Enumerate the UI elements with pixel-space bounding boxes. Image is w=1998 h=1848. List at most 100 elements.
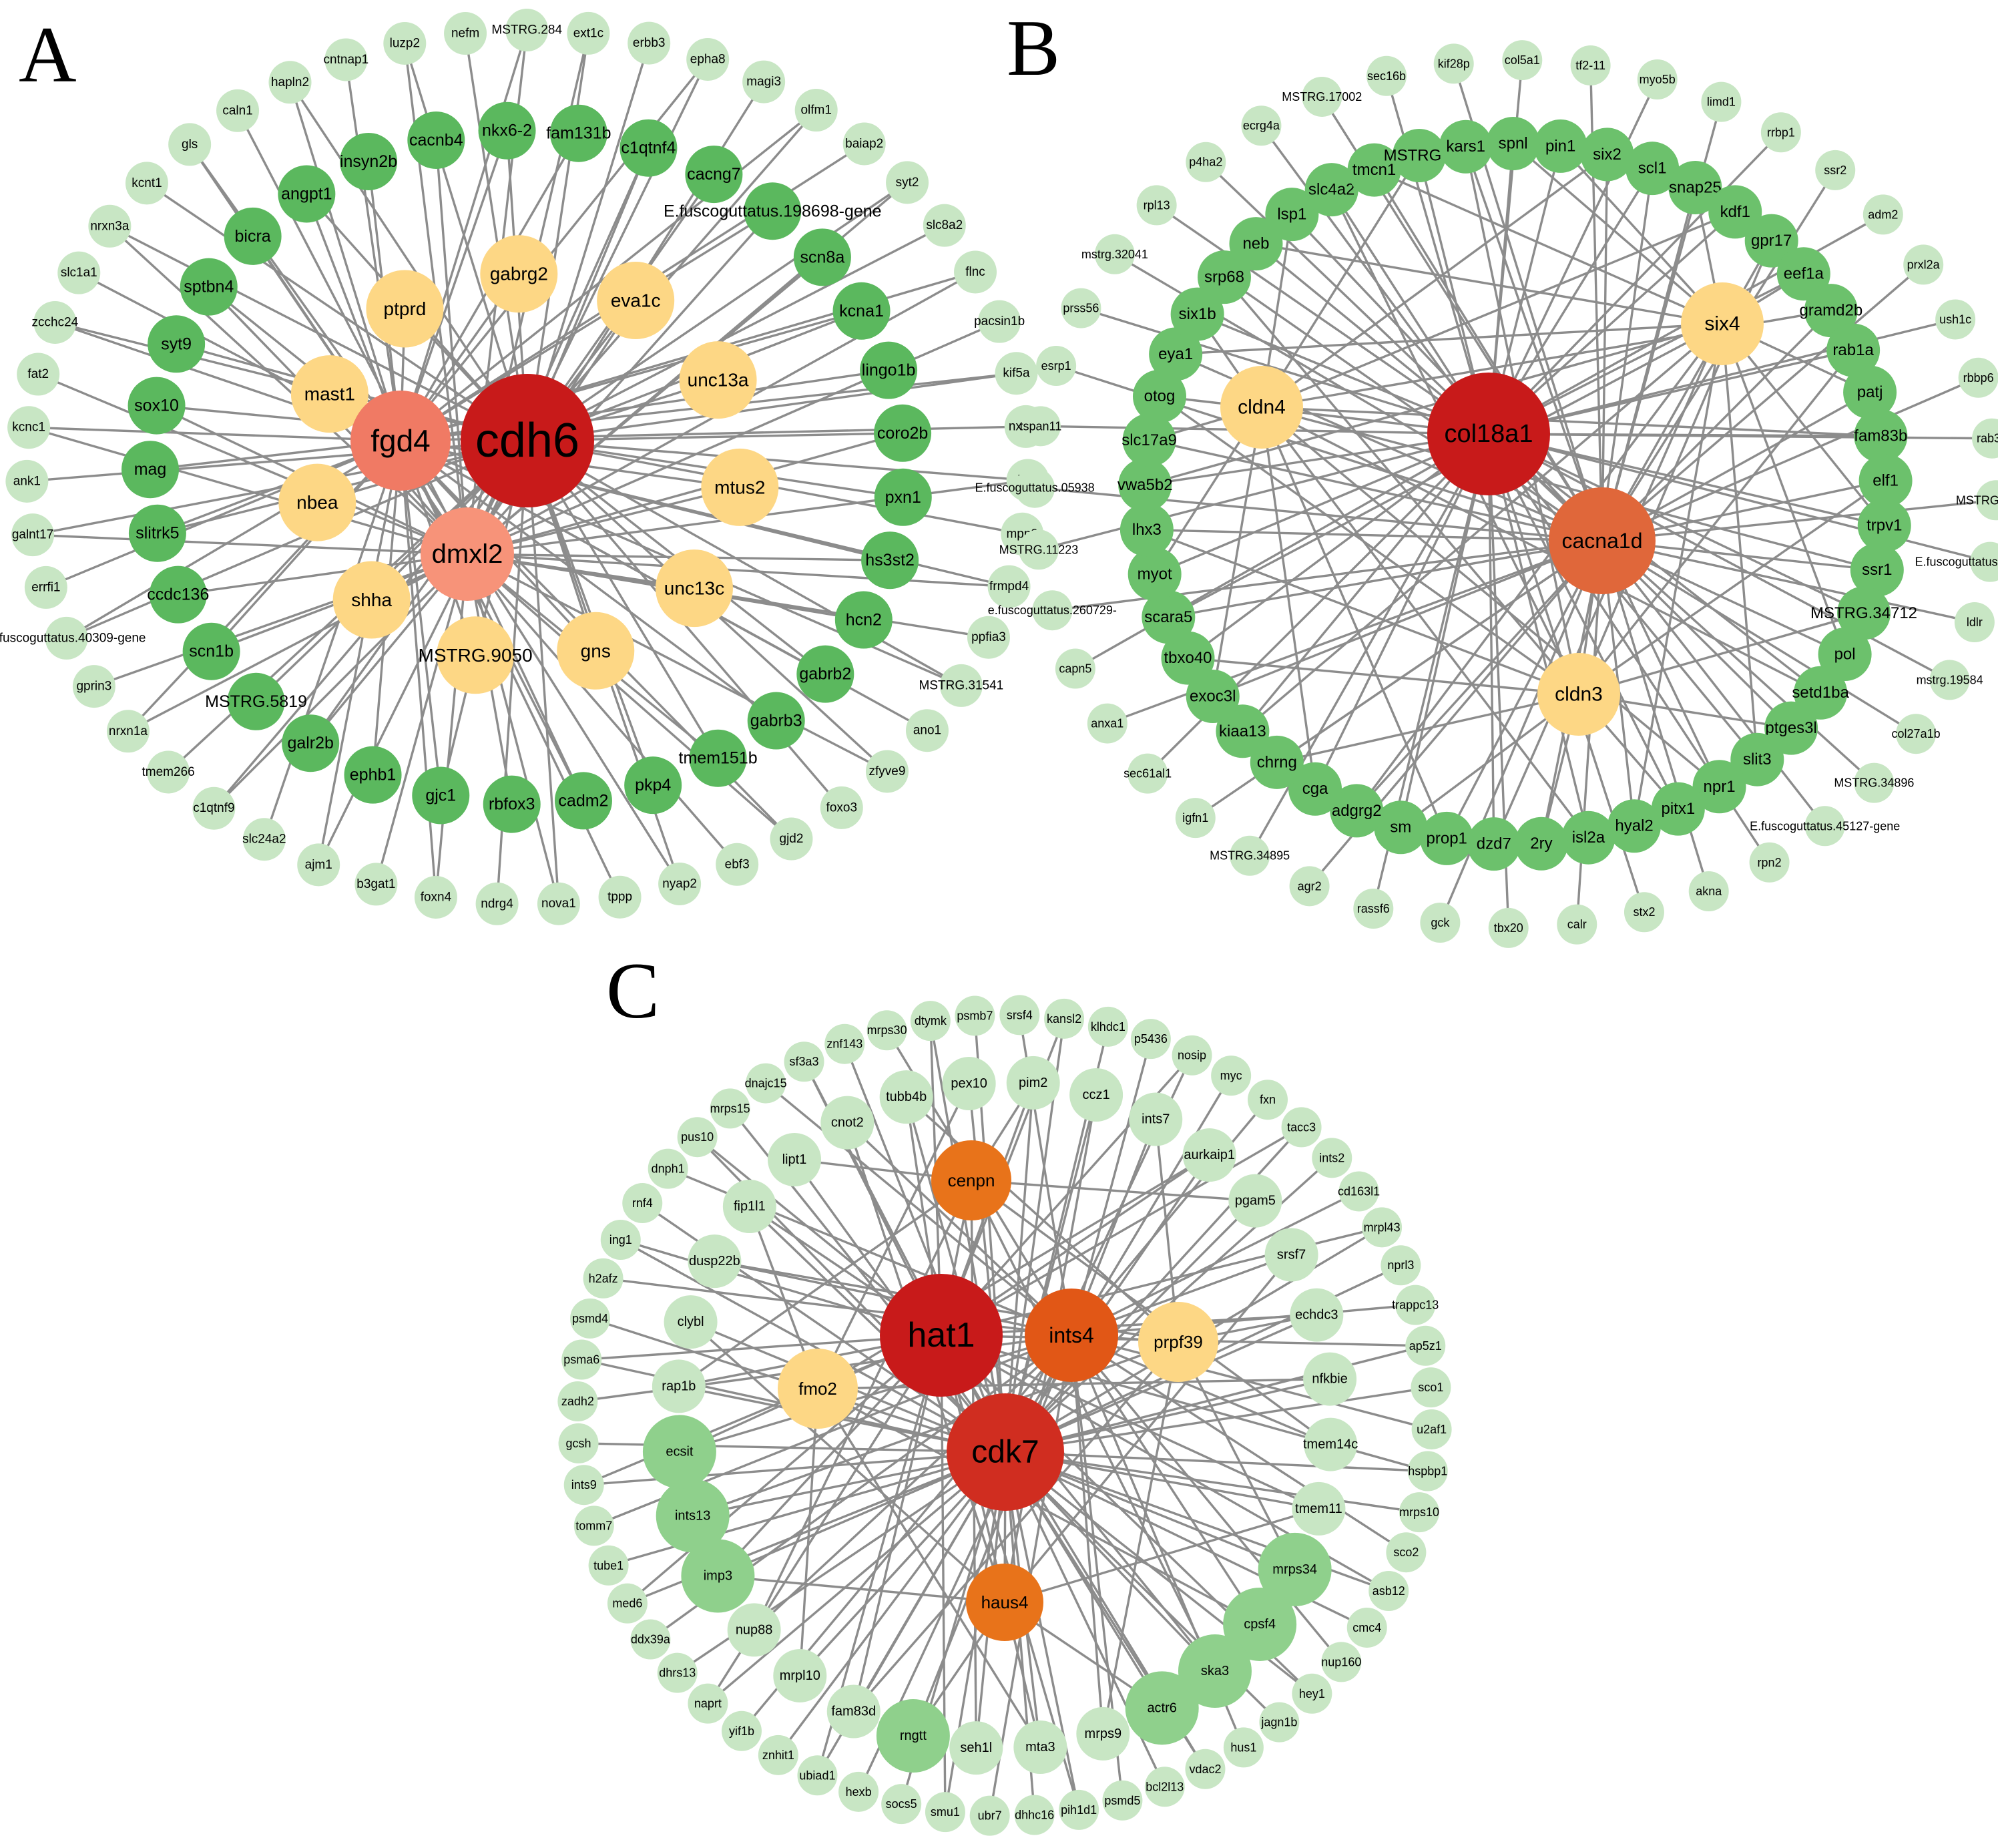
- node-esrp1[interactable]: esrp1: [1036, 345, 1077, 386]
- node-cdh6[interactable]: cdh6: [461, 374, 594, 507]
- node-e-fuscoguttatus-75223-gene[interactable]: E.fuscoguttatus.75223-gene: [1915, 541, 1998, 582]
- node-fam131b[interactable]: fam131b: [546, 104, 611, 162]
- node-znf143[interactable]: znf143: [824, 1023, 865, 1064]
- node-cenpn[interactable]: cenpn: [931, 1140, 1011, 1220]
- node-elf1[interactable]: elf1: [1858, 453, 1913, 507]
- node-nprl3[interactable]: nprl3: [1381, 1245, 1421, 1286]
- node-haus4[interactable]: haus4: [966, 1564, 1043, 1641]
- node-slit3[interactable]: slit3: [1730, 732, 1784, 786]
- node-slc8a2[interactable]: slc8a2: [923, 204, 966, 247]
- node-akna[interactable]: akna: [1688, 871, 1729, 912]
- node-kif28p[interactable]: kif28p: [1433, 43, 1474, 84]
- node-insyn2b[interactable]: insyn2b: [340, 132, 397, 190]
- node-tspan11[interactable]: tspan11: [1020, 406, 1062, 447]
- node-cadm2[interactable]: cadm2: [554, 772, 612, 830]
- node-adm2[interactable]: adm2: [1862, 194, 1903, 235]
- node-flnc[interactable]: flnc: [954, 250, 997, 294]
- node-med6[interactable]: med6: [607, 1583, 648, 1624]
- node-c1qtnf4[interactable]: c1qtnf4: [619, 119, 678, 177]
- node-scn8a[interactable]: scn8a: [793, 228, 851, 286]
- node-cacnb4[interactable]: cacnb4: [407, 111, 465, 170]
- node-fgd4[interactable]: fgd4: [350, 391, 451, 491]
- node-ubiad1[interactable]: ubiad1: [797, 1755, 838, 1796]
- node-tbx20[interactable]: tbx20: [1488, 907, 1529, 948]
- node-mstrg-31541[interactable]: MSTRG.31541: [919, 664, 1004, 707]
- node-mstrg-34895[interactable]: MSTRG.34895: [1210, 835, 1290, 876]
- node-lipt1[interactable]: lipt1: [768, 1132, 822, 1186]
- node-tmem14c[interactable]: tmem14c: [1303, 1417, 1358, 1471]
- node-ndrg4[interactable]: ndrg4: [475, 882, 519, 925]
- node-slc1a1[interactable]: slc1a1: [57, 251, 101, 294]
- node-dusp22b[interactable]: dusp22b: [688, 1234, 742, 1289]
- node-prss56[interactable]: prss56: [1061, 288, 1101, 328]
- node-cdk7[interactable]: cdk7: [947, 1393, 1064, 1511]
- node-asb12[interactable]: asb12: [1368, 1571, 1409, 1612]
- node-nup88[interactable]: nup88: [727, 1603, 781, 1657]
- node-gprin3[interactable]: gprin3: [72, 665, 115, 708]
- node-e-fuscoguttatus-198698-gene[interactable]: E.fuscoguttatus.198698-gene: [664, 182, 882, 240]
- node-cacna1d[interactable]: cacna1d: [1549, 487, 1656, 594]
- node-dhhc16[interactable]: dhhc16: [1014, 1795, 1055, 1835]
- node-myot[interactable]: myot: [1128, 547, 1182, 601]
- node-mstrg-34896[interactable]: MSTRG.34896: [1834, 762, 1914, 803]
- node-b3gat1[interactable]: b3gat1: [354, 863, 398, 906]
- node-eef1a[interactable]: eef1a: [1776, 247, 1830, 301]
- node-h2afz[interactable]: h2afz: [583, 1258, 623, 1299]
- node-eva1c[interactable]: eva1c: [597, 262, 675, 340]
- node-tube1[interactable]: tube1: [588, 1545, 629, 1586]
- node-mstrg-11223[interactable]: MSTRG.11223: [999, 529, 1079, 570]
- node-pgam5[interactable]: pgam5: [1228, 1174, 1282, 1228]
- node-znhit1[interactable]: znhit1: [758, 1735, 798, 1775]
- node-hat1[interactable]: hat1: [880, 1274, 1003, 1397]
- node-ecsit[interactable]: ecsit: [642, 1415, 716, 1489]
- node-slc4a2[interactable]: slc4a2: [1304, 163, 1358, 217]
- node-sec61al1[interactable]: sec61al1: [1123, 753, 1172, 794]
- node-gls[interactable]: gls: [168, 123, 212, 166]
- node-eya1[interactable]: eya1: [1149, 327, 1203, 381]
- node-e-fuscoguttatus-260729[interactable]: e.fuscoguttatus.260729-: [988, 590, 1117, 631]
- node-pex10[interactable]: pex10: [942, 1056, 996, 1110]
- node-cnot2[interactable]: cnot2: [820, 1096, 875, 1150]
- node-lsp1[interactable]: lsp1: [1265, 188, 1319, 242]
- node-chrng[interactable]: chrng: [1250, 735, 1304, 789]
- node-ptprd[interactable]: ptprd: [366, 270, 444, 348]
- node-ap5z1[interactable]: ap5z1: [1405, 1325, 1446, 1366]
- node-slc24a2[interactable]: slc24a2: [242, 818, 286, 861]
- node-mstrg-3[interactable]: MSTRG.3: [1384, 128, 1455, 182]
- node-mta3[interactable]: mta3: [1013, 1720, 1067, 1775]
- node-pol[interactable]: pol: [1818, 628, 1872, 682]
- node-pxn1[interactable]: pxn1: [874, 468, 932, 526]
- node-cpsf4[interactable]: cpsf4: [1223, 1587, 1297, 1661]
- node-ing1[interactable]: ing1: [600, 1219, 641, 1260]
- node-scn1b[interactable]: scn1b: [182, 622, 240, 680]
- node-gns[interactable]: gns: [557, 612, 635, 690]
- node-fam83d[interactable]: fam83d: [826, 1684, 881, 1739]
- node-rab1a[interactable]: rab1a: [1826, 323, 1881, 377]
- node-nrxn3a[interactable]: nrxn3a: [88, 204, 132, 248]
- node-ints13[interactable]: ints13: [656, 1479, 730, 1553]
- node-neb[interactable]: neb: [1229, 217, 1283, 271]
- node-kdf1[interactable]: kdf1: [1708, 185, 1762, 239]
- node-ush1c[interactable]: ush1c: [1935, 299, 1976, 340]
- node-col5a1[interactable]: col5a1: [1502, 40, 1543, 81]
- node-psmd5[interactable]: psmd5: [1102, 1780, 1143, 1821]
- node-ajm1[interactable]: ajm1: [297, 843, 340, 887]
- node-e-fuscoguttatus-45127-gene[interactable]: E.fuscoguttatus.45127-gene: [1750, 806, 1900, 847]
- node-srp68[interactable]: srp68: [1197, 250, 1251, 304]
- node-mrps9[interactable]: mrps9: [1076, 1706, 1130, 1761]
- node-c1qtnf9[interactable]: c1qtnf9: [192, 786, 236, 830]
- node-mstrg-19584[interactable]: mstrg.19584: [1917, 660, 1983, 700]
- node-rbbp6[interactable]: rbbp6: [1958, 357, 1998, 398]
- node-angpt1[interactable]: angpt1: [278, 165, 336, 223]
- node-magi3[interactable]: magi3: [742, 60, 786, 103]
- node-ebf3[interactable]: ebf3: [716, 843, 759, 886]
- node-spnl[interactable]: spnl: [1486, 117, 1540, 171]
- node-unc13a[interactable]: unc13a: [679, 341, 757, 419]
- node-mrpl10[interactable]: mrpl10: [773, 1648, 827, 1702]
- node-ints9[interactable]: ints9: [563, 1465, 604, 1506]
- node-errfi1[interactable]: errfi1: [24, 565, 67, 609]
- node-smu1[interactable]: smu1: [925, 1792, 965, 1833]
- node-hs3st2[interactable]: hs3st2: [861, 531, 919, 590]
- node-ccz1[interactable]: ccz1: [1069, 1068, 1123, 1122]
- node-hus1[interactable]: hus1: [1223, 1727, 1264, 1768]
